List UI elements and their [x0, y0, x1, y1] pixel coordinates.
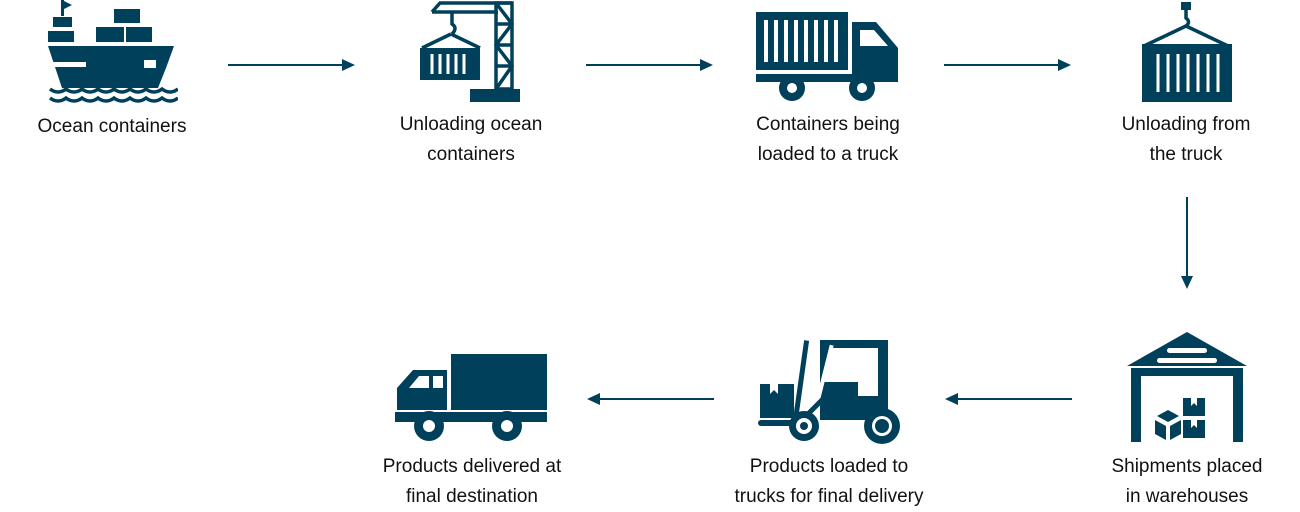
- arrow-head: [1058, 59, 1071, 71]
- crane-icon: [418, 0, 524, 104]
- step-label: Products delivered at final destination: [342, 452, 602, 512]
- step-label: Products loaded to trucks for final deliv…: [699, 452, 959, 512]
- ship-icon: [48, 0, 178, 104]
- arrow-head: [587, 393, 600, 405]
- arrow-head: [700, 59, 713, 71]
- container-truck-icon: [756, 12, 902, 102]
- delivery-truck-icon: [395, 352, 549, 444]
- arrow-head: [342, 59, 355, 71]
- step-label: Shipments placed in warehouses: [1057, 452, 1300, 512]
- label-line: Ocean containers: [37, 116, 187, 137]
- step-label: Ocean containers: [0, 112, 242, 142]
- label-line: Unloading from: [1121, 114, 1251, 135]
- label-line: containers: [427, 144, 515, 165]
- label-line: final destination: [405, 486, 539, 507]
- hanging-container-icon: [1140, 0, 1234, 104]
- label-line: trucks for final delivery: [734, 486, 924, 507]
- warehouse-icon: [1127, 330, 1247, 444]
- label-line: in warehouses: [1125, 486, 1249, 507]
- label-line: the truck: [1149, 144, 1223, 165]
- step-label: Unloading ocean containers: [341, 110, 601, 170]
- arrow-head: [945, 393, 958, 405]
- label-line: Products loaded to: [749, 456, 909, 477]
- label-line: loaded to a truck: [757, 144, 899, 165]
- label-line: Containers being: [756, 114, 900, 135]
- step-label: Unloading from the truck: [1056, 110, 1300, 170]
- label-line: Shipments placed: [1111, 456, 1263, 477]
- arrow-head: [1181, 276, 1193, 289]
- forklift-icon: [758, 338, 902, 444]
- label-line: Unloading ocean: [399, 114, 543, 135]
- label-line: Products delivered at: [382, 456, 562, 477]
- step-label: Containers being loaded to a truck: [698, 110, 958, 170]
